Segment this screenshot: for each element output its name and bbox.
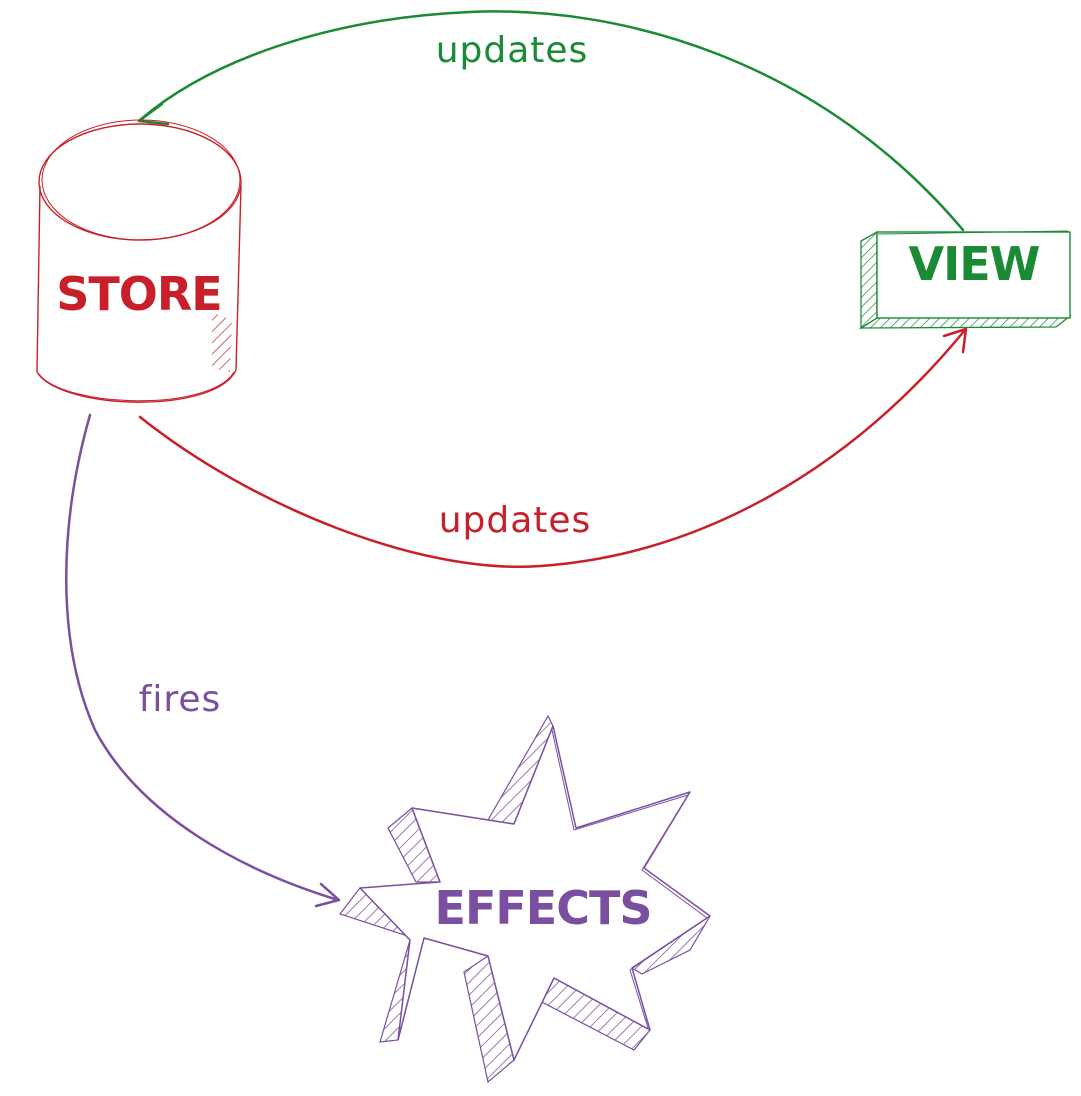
view-node[interactable]: VIEW xyxy=(858,230,1072,330)
view-box-icon xyxy=(858,230,1072,330)
edge-store-to-effects: fires xyxy=(65,413,341,908)
edge-store-to-view-line xyxy=(138,328,967,568)
edge-store-to-effects-line xyxy=(65,413,340,902)
edge-view-to-store: updates xyxy=(137,10,965,232)
effects-label: EFFECTS xyxy=(435,881,652,935)
store-node[interactable]: STORE xyxy=(36,119,242,403)
store-cylinder-icon xyxy=(36,119,242,403)
effects-node[interactable]: EFFECTS xyxy=(339,714,711,1084)
edge-view-to-store-line xyxy=(138,10,965,232)
edge-store-to-effects-arrowhead xyxy=(314,882,341,908)
edge-view-to-store-label: updates xyxy=(436,30,589,71)
effects-starburst-icon xyxy=(339,714,711,1084)
edge-store-to-view: updates xyxy=(138,327,968,568)
edge-view-to-store-arrowhead xyxy=(137,102,170,126)
view-label: VIEW xyxy=(909,237,1040,291)
edge-store-to-view-arrowhead xyxy=(942,327,968,354)
store-label: STORE xyxy=(56,267,221,321)
edge-store-to-effects-label: fires xyxy=(139,679,222,720)
edge-store-to-view-label: updates xyxy=(439,500,592,541)
